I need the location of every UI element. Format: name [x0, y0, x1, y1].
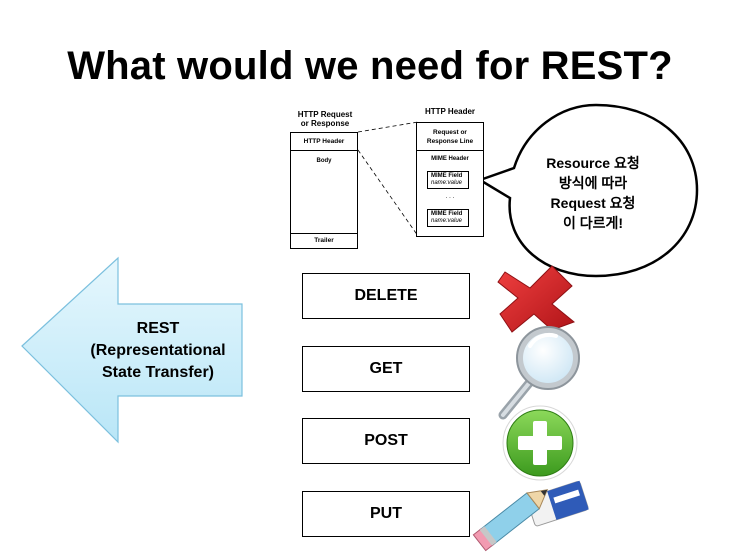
http-request-label: HTTP Request or Response [290, 110, 360, 128]
bubble-line-4: 이 다르게! [562, 215, 624, 231]
connector-line-bottom [357, 149, 419, 237]
red-x-icon [497, 265, 575, 333]
mime-ellipsis: . . . [445, 194, 455, 200]
bubble-line-2: 방식에 따라 [558, 175, 628, 191]
method-box-delete: DELETE [302, 273, 470, 319]
rest-arrow [21, 256, 243, 444]
request-line-cell: Request or Response Line [417, 123, 483, 151]
speech-bubble [477, 103, 699, 278]
http-header-box: Request or Response Line MIME Header MIM… [416, 122, 484, 237]
green-plus-icon [502, 405, 578, 481]
rest-arrow-line-1: REST [136, 320, 180, 337]
method-box-get: GET [302, 346, 470, 392]
request-line-text-2: Response Line [426, 138, 474, 145]
body-cell: Body [316, 158, 332, 164]
magnifier-icon [498, 326, 580, 420]
method-box-put: PUT [302, 491, 470, 537]
rest-arrow-line-2: (Representational [90, 342, 226, 359]
mime-field-2-value: name:value [431, 218, 463, 224]
http-request-label-line2: or Response [300, 119, 350, 128]
connector-line-top [357, 121, 419, 133]
rest-arrow-text: REST (Representational State Transfer) [70, 318, 246, 384]
slide-title: What would we need for REST? [67, 44, 673, 88]
method-box-post: POST [302, 418, 470, 464]
mime-field-1-value: name:value [431, 180, 463, 186]
trailer-cell: Trailer [291, 233, 357, 248]
request-line-text-1: Request or [433, 129, 467, 136]
bubble-text: Resource 요청 방식에 따라 Request 요청 이 다르게! [528, 153, 658, 233]
http-message-box: HTTP Header Body Trailer [290, 132, 358, 249]
mime-field-2-name: MIME Field [431, 211, 463, 217]
http-header-cell: HTTP Header [291, 133, 357, 151]
rest-arrow-line-3: State Transfer) [101, 364, 215, 381]
bubble-line-3: Request 요청 [550, 195, 636, 211]
pencil-eraser-icon [472, 480, 589, 552]
mime-field-1: MIME Field name:value [427, 171, 469, 189]
http-header-label: HTTP Header [424, 107, 476, 116]
mime-header-label: MIME Header [431, 156, 469, 162]
mime-field-2: MIME Field name:value [427, 209, 469, 227]
http-request-label-line1: HTTP Request [297, 110, 353, 119]
bubble-line-1: Resource 요청 [546, 155, 640, 171]
mime-field-1-name: MIME Field [431, 173, 463, 179]
